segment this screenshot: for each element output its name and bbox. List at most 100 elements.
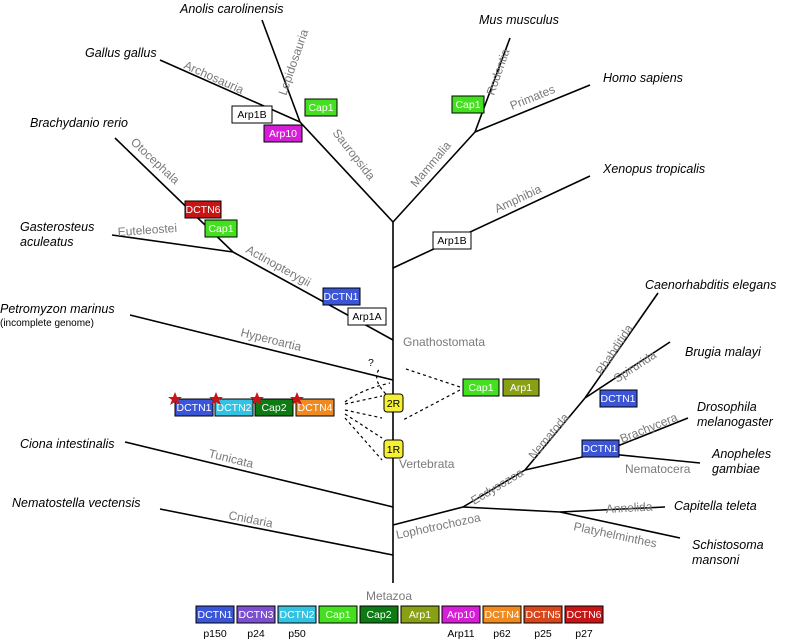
marker-cap1-otocephala (204, 219, 238, 238)
legend-label: Cap1 (325, 609, 350, 621)
branch-primates (474, 84, 591, 133)
branch-hyperoartia (129, 314, 394, 381)
species-schistosoma: Schistosoma (692, 538, 764, 552)
wgd-2r-label: 2R (387, 398, 401, 410)
species-petromyzon: Petromyzon marinus (0, 302, 115, 316)
legend-label: DCTN2 (279, 609, 314, 621)
legend-swatch (318, 605, 358, 624)
marker-arp10 (263, 124, 303, 143)
species-anolis: Anolis carolinensis (179, 2, 284, 16)
clade-actinopterygii: Actinopterygii (244, 242, 314, 289)
species-capitella: Capitella teleta (674, 499, 757, 513)
clade-amphibia: Amphibia (492, 182, 544, 216)
star-icon (290, 392, 304, 405)
marker-arp1b-archosauria (231, 105, 273, 124)
legend-swatch (441, 605, 481, 624)
dup-dctn2-label: DCTN2 (216, 402, 251, 414)
clade-mammalia: Mammalia (408, 138, 455, 190)
legend-swatch (195, 605, 235, 624)
species-drosophila: Drosophila (697, 400, 757, 414)
dup-dctn1-label: DCTN1 (176, 402, 211, 414)
dup-dctn2 (214, 398, 254, 417)
dup-arrow-to-hyperoartia (344, 382, 391, 403)
legend-label: DCTN5 (525, 609, 560, 621)
legend-sublabel: p62 (493, 628, 511, 640)
species-nematostella: Nematostella vectensis (12, 496, 141, 510)
marker-arp10-label: Arp10 (269, 128, 297, 140)
branch-rhabditida (584, 292, 659, 399)
marker-dctn1-brachycera (581, 439, 620, 458)
dup-dctn1 (174, 398, 214, 417)
branch-archosauria (159, 59, 301, 123)
marker-dctn1-spirurida-label: DCTN1 (600, 393, 635, 405)
star-icon (250, 392, 264, 405)
marker-dctn1-spirurida (599, 389, 638, 408)
clade-nematoda: Nematoda (526, 410, 573, 462)
loss-cap1 (462, 378, 500, 397)
marker-cap1-lepidosauria (304, 98, 338, 117)
branch-sauropsida (299, 121, 394, 223)
species-ciona: Ciona intestinalis (20, 437, 115, 451)
branch-platyhelminthes (559, 511, 681, 539)
species-brugia: Brugia malayi (685, 345, 762, 359)
species-homo: Homo sapiens (603, 71, 683, 85)
branch-cnidaria (159, 508, 394, 556)
clade-metazoa: Metazoa (366, 589, 412, 603)
dup-dctn4 (295, 398, 335, 417)
wgd-2r (383, 393, 404, 413)
marker-arp1a (347, 307, 387, 326)
species-drosophila-2: melanogaster (697, 415, 774, 429)
legend-sublabel: p27 (575, 628, 593, 640)
dup-arrow-to-2r-upper (344, 395, 383, 405)
legend-swatch (564, 605, 604, 624)
species-anopheles-2: gambiae (712, 462, 760, 476)
species-gasterosteus-2: aculeatus (20, 235, 74, 249)
clade-labels: Lepidosauria Rodentia Archosauria Primat… (117, 27, 690, 603)
question-arrow (376, 367, 391, 399)
legend-label: DCTN6 (566, 609, 601, 621)
legend-sublabel: p150 (203, 628, 227, 640)
branch-tunicata (124, 441, 394, 508)
branch-lepidosauria (261, 19, 301, 123)
clade-sauropsida: Sauropsida (330, 126, 379, 183)
tree-branches (111, 19, 701, 583)
marker-cap1-otocephala-label: Cap1 (208, 223, 233, 235)
branch-euteleostei (111, 234, 234, 253)
branch-rodentia (474, 37, 511, 133)
branch-nematoda (524, 397, 586, 471)
star-icon (168, 392, 182, 405)
marker-dctn1-brachycera-label: DCTN1 (582, 443, 617, 455)
species-caenorhabditis: Caenorhabditis elegans (645, 278, 776, 292)
question-mark: ? (368, 357, 374, 369)
dup-arrow-to-2r-lower (344, 409, 383, 419)
marker-cap1-lepidosauria-label: Cap1 (308, 102, 333, 114)
marker-arp1b-amphibia (432, 231, 472, 250)
clade-rodentia: Rodentia (484, 47, 513, 97)
species-labels: Anolis carolinensis Mus musculus Gallus … (0, 2, 776, 567)
clade-otocephala: Otocephala (128, 135, 183, 187)
dup-arrow-to-1r-upper (344, 413, 383, 439)
species-gasterosteus: Gasterosteus (20, 220, 94, 234)
clade-vertebrata: Vertebrata (399, 457, 455, 471)
clade-lophotrochozoa: Lophotrochozoa (395, 510, 482, 542)
legend-swatch (400, 605, 440, 624)
legend-label: Cap2 (366, 609, 391, 621)
species-xenopus: Xenopus tropicalis (602, 162, 705, 176)
dup-dctn4-label: DCTN4 (297, 402, 332, 414)
loss-arrow-upper (402, 367, 461, 388)
species-brachydanio: Brachydanio rerio (30, 116, 128, 130)
legend-swatch (236, 605, 276, 624)
legend-sublabel: p50 (288, 628, 306, 640)
branch-spirurida (584, 341, 671, 399)
loss-arrow-lower (402, 389, 461, 421)
clade-nematocera: Nematocera (625, 462, 691, 476)
clade-euteleostei: Euteleostei (117, 221, 177, 239)
marker-arp1a-label: Arp1A (352, 311, 381, 323)
branch-amphibia (392, 175, 591, 269)
marker-dctn1-actinopterygii (322, 287, 361, 306)
branch-lophotrochozoa (462, 506, 561, 513)
star-icon (209, 392, 223, 405)
wgd-events: ? 2R 1R (344, 357, 461, 461)
branch-actinopterygii (232, 251, 394, 341)
